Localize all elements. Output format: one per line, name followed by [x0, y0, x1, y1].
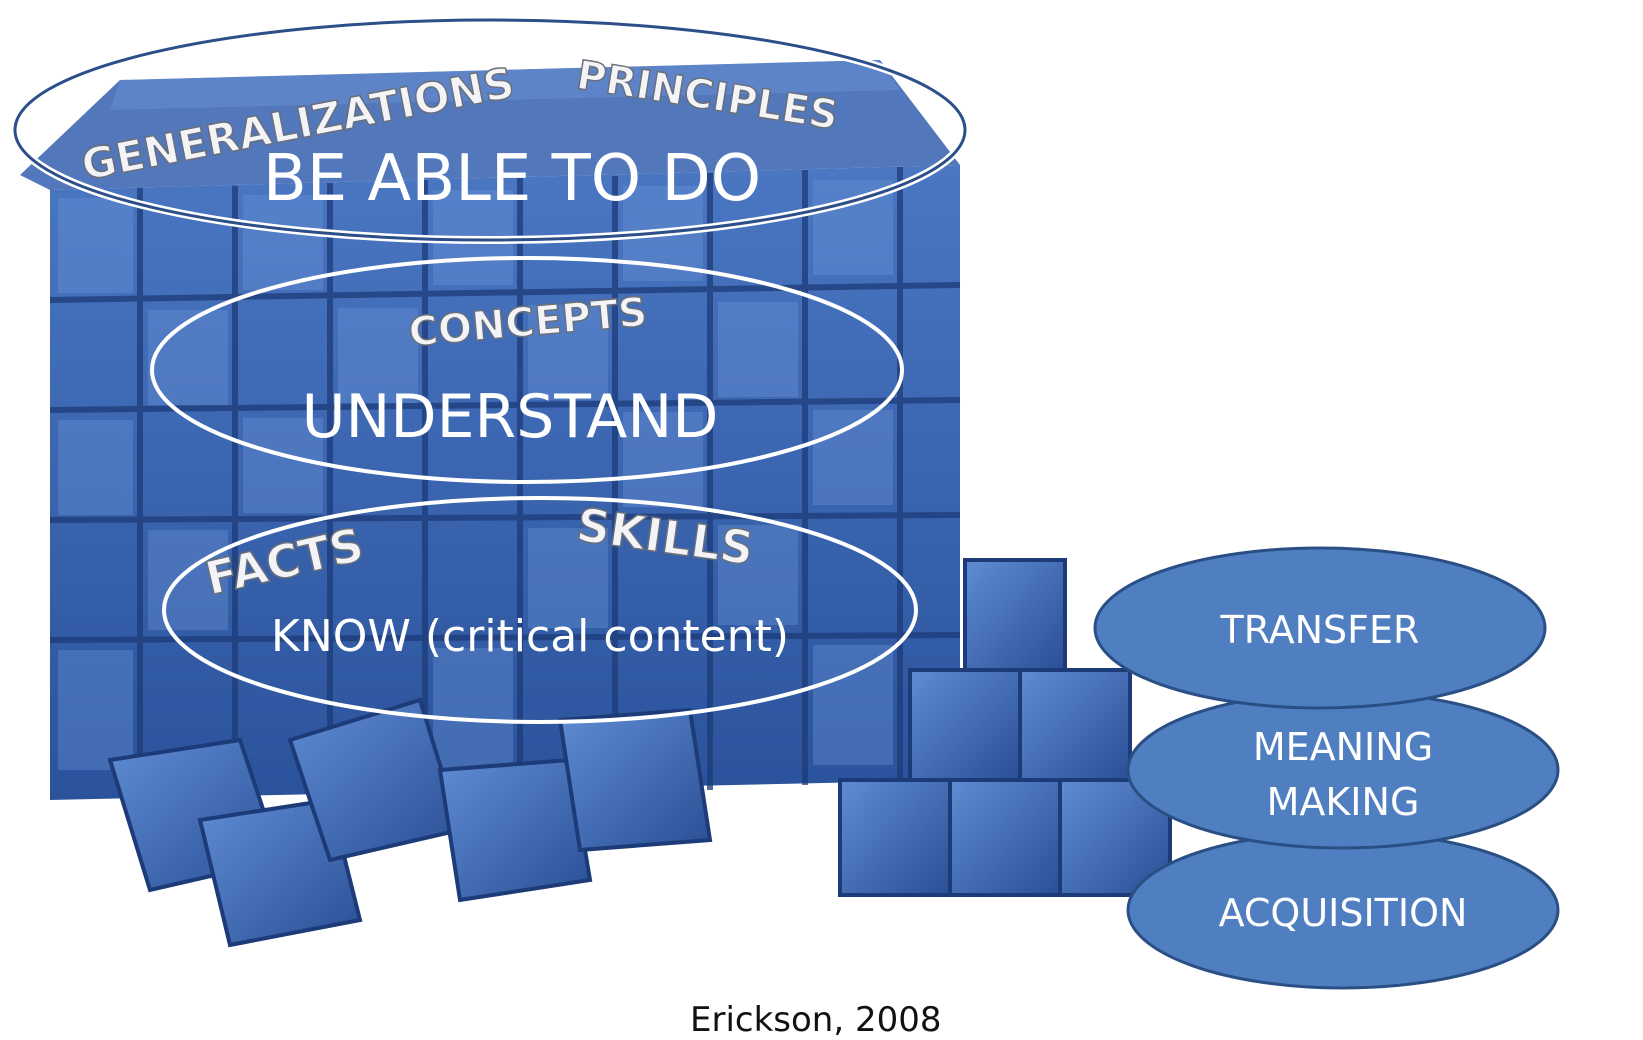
stage-meaning-label-line2: MAKING — [1267, 780, 1420, 824]
citation: Erickson, 2008 — [690, 1000, 942, 1040]
block-pyramid — [838, 558, 1172, 897]
fallen-blocks — [107, 697, 713, 948]
stage-acquisition: ACQUISITION — [1126, 830, 1560, 990]
stage-transfer: TRANSFER — [1093, 546, 1547, 710]
stage-meaning-label-line1: MEANING — [1253, 725, 1433, 769]
level-do: BE ABLE TO DO — [11, 16, 969, 244]
stage-meaning-making: MEANING MAKING — [1126, 690, 1560, 850]
level-know: KNOW (critical content) — [162, 496, 918, 724]
level-understand: UNDERSTAND — [150, 256, 904, 484]
level-understand-label: UNDERSTAND — [302, 382, 719, 452]
stage-acquisition-label: ACQUISITION — [1219, 891, 1468, 935]
stage-transfer-label: TRANSFER — [1220, 608, 1420, 652]
level-know-label: KNOW (critical content) — [271, 611, 789, 662]
level-do-label: BE ABLE TO DO — [263, 142, 761, 216]
